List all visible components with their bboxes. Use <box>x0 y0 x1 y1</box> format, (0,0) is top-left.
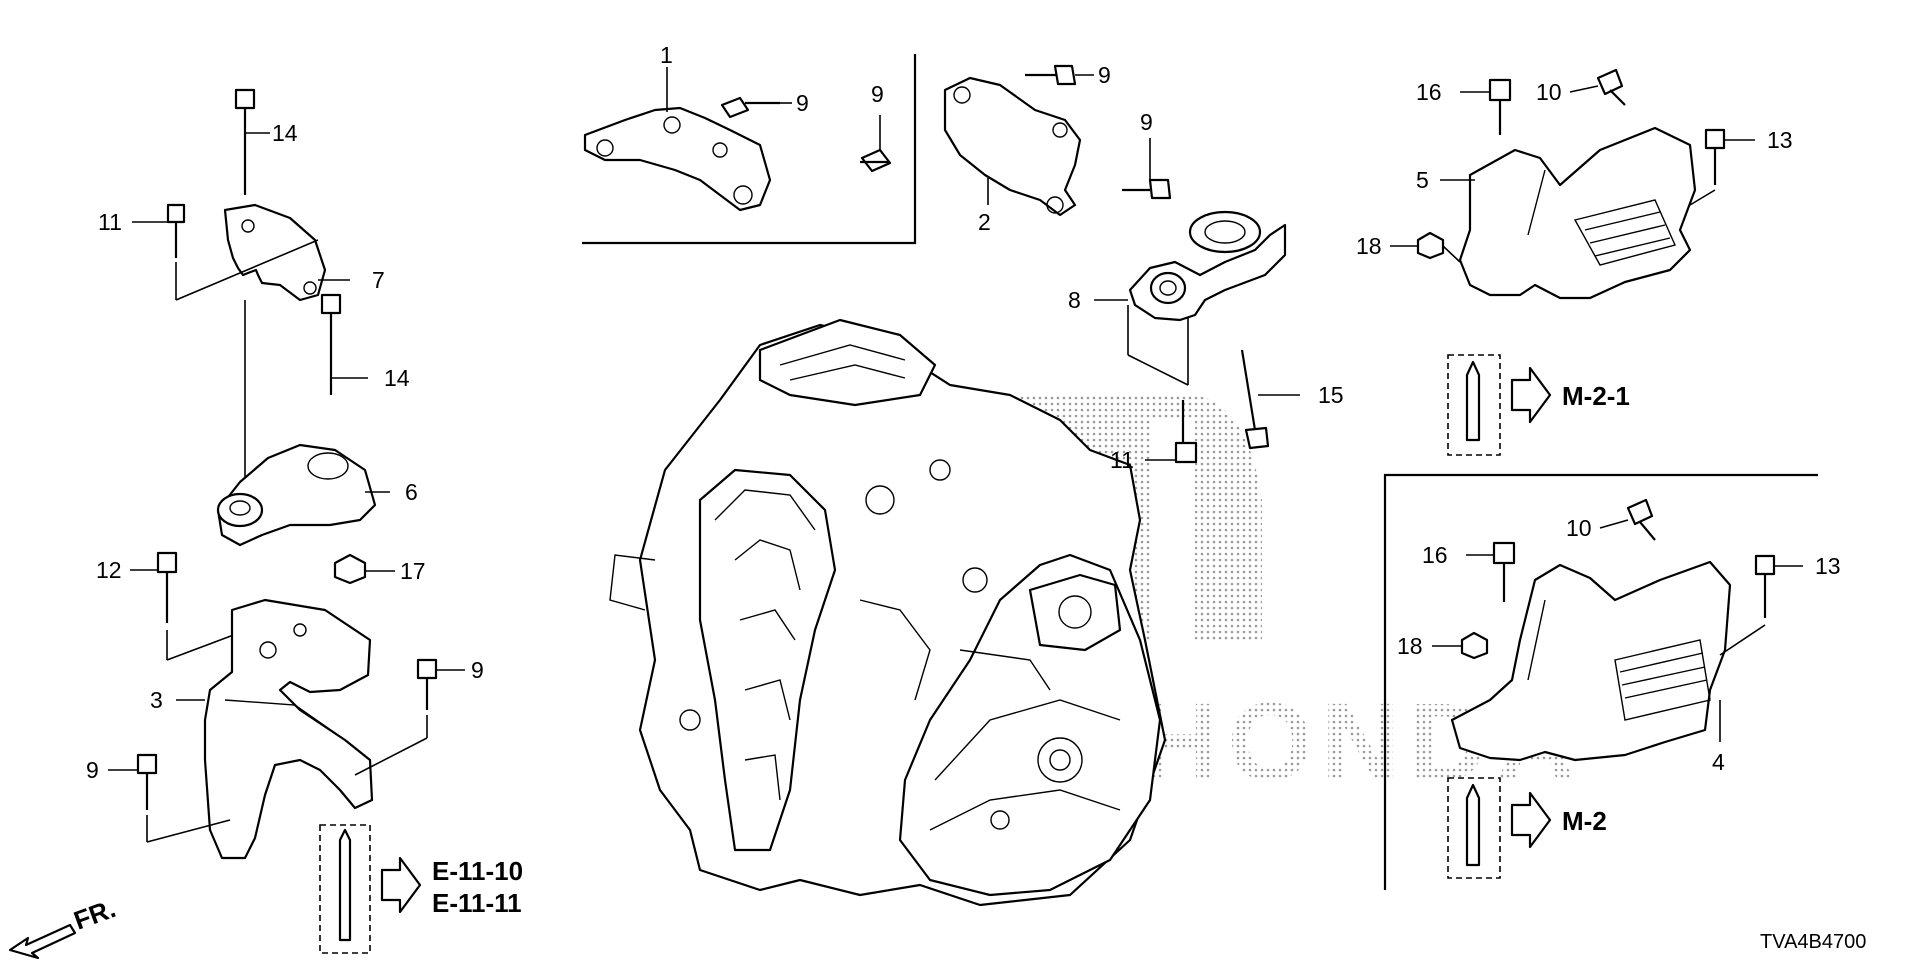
inset-frame-2 <box>1383 473 1818 890</box>
bolt-15: 15 <box>1240 349 1344 450</box>
callout-9-f: 9 <box>86 757 99 783</box>
callout-9-a: 9 <box>796 90 809 116</box>
stud-ref-e: E-11-10 E-11-11 <box>319 824 523 954</box>
part-8-mount: 8 <box>1068 210 1287 386</box>
ref-m-2-1[interactable]: M-2-1 <box>1562 381 1630 411</box>
nut-18-a: 18 <box>1356 231 1461 263</box>
ref-m-2[interactable]: M-2 <box>1562 806 1607 836</box>
bolt-11-left: 11 <box>98 203 186 258</box>
callout-13-b: 13 <box>1815 553 1841 579</box>
callout-9-b: 9 <box>871 81 884 107</box>
part-3-bracket: 3 <box>150 598 374 860</box>
callout-2: 2 <box>978 209 991 235</box>
callout-8: 8 <box>1068 287 1081 313</box>
diagram-code: TVA4B4700 <box>1760 931 1866 953</box>
bolt-16-a: 16 <box>1416 78 1512 135</box>
bolt-14-b: 14 <box>320 293 410 395</box>
callout-5: 5 <box>1416 167 1429 193</box>
callout-18-a: 18 <box>1356 233 1382 259</box>
bolt-9-d: 9 <box>1122 109 1172 200</box>
bolt-13-b: 13 <box>1754 553 1841 618</box>
bolt-14-a: 14 <box>234 88 298 195</box>
nut-18-b: 18 <box>1397 631 1489 660</box>
callout-14-b: 14 <box>384 365 410 391</box>
part-2-bracket: 2 <box>943 76 1082 235</box>
nut-17: 17 <box>333 553 426 585</box>
stud-ref-m21: M-2-1 <box>1447 354 1630 456</box>
part-6-mount: 6 <box>216 443 418 547</box>
callout-15: 15 <box>1318 382 1344 408</box>
bolt-9-e: 9 <box>354 657 484 776</box>
callout-11-a: 11 <box>98 209 122 235</box>
callout-9-c: 9 <box>1098 62 1111 88</box>
front-marker: FR. <box>70 893 120 936</box>
engine-assembly <box>609 318 1167 907</box>
bolt-10-a: 10 <box>1536 68 1626 106</box>
callout-9-d: 9 <box>1140 109 1153 135</box>
stud-ref-m2: M-2 <box>1447 777 1607 879</box>
callout-18-b: 18 <box>1397 633 1423 659</box>
bolt-10-b: 10 <box>1566 498 1656 541</box>
bolt-9-f: 9 <box>86 753 231 843</box>
part-1-bracket: 1 <box>583 42 772 212</box>
part-4-mount: 4 <box>1450 560 1766 775</box>
callout-16-b: 16 <box>1422 542 1448 568</box>
part-5-mount: 5 <box>1416 126 1716 300</box>
front-arrow: FR. <box>8 893 120 960</box>
callout-10-b: 10 <box>1566 515 1592 541</box>
callout-11-b: 11 <box>1110 447 1134 473</box>
callout-13-a: 13 <box>1767 127 1793 153</box>
bolt-13-a: 13 <box>1704 127 1793 185</box>
part-7-bracket: 7 <box>175 203 385 480</box>
callout-12: 12 <box>96 557 122 583</box>
callout-3: 3 <box>150 687 163 713</box>
ref-e-11-10[interactable]: E-11-10 <box>432 856 523 886</box>
bolt-16-b: 16 <box>1422 541 1516 602</box>
callout-6: 6 <box>405 479 418 505</box>
callout-9-e: 9 <box>471 657 484 683</box>
callout-7: 7 <box>372 267 385 293</box>
callout-14-a: 14 <box>272 120 298 146</box>
inset-frame-1 <box>582 54 917 245</box>
bolt-9-a: 9 <box>720 90 809 119</box>
bolt-9-c: 9 <box>1025 62 1111 88</box>
callout-1: 1 <box>660 42 673 68</box>
callout-16-a: 16 <box>1416 79 1442 105</box>
callout-4: 4 <box>1712 749 1725 775</box>
callout-17: 17 <box>400 558 426 584</box>
callout-10-a: 10 <box>1536 79 1562 105</box>
bolt-11-center: 11 <box>1110 400 1198 473</box>
ref-e-11-11[interactable]: E-11-11 <box>432 888 522 918</box>
bolt-9-b: 9 <box>860 81 892 173</box>
